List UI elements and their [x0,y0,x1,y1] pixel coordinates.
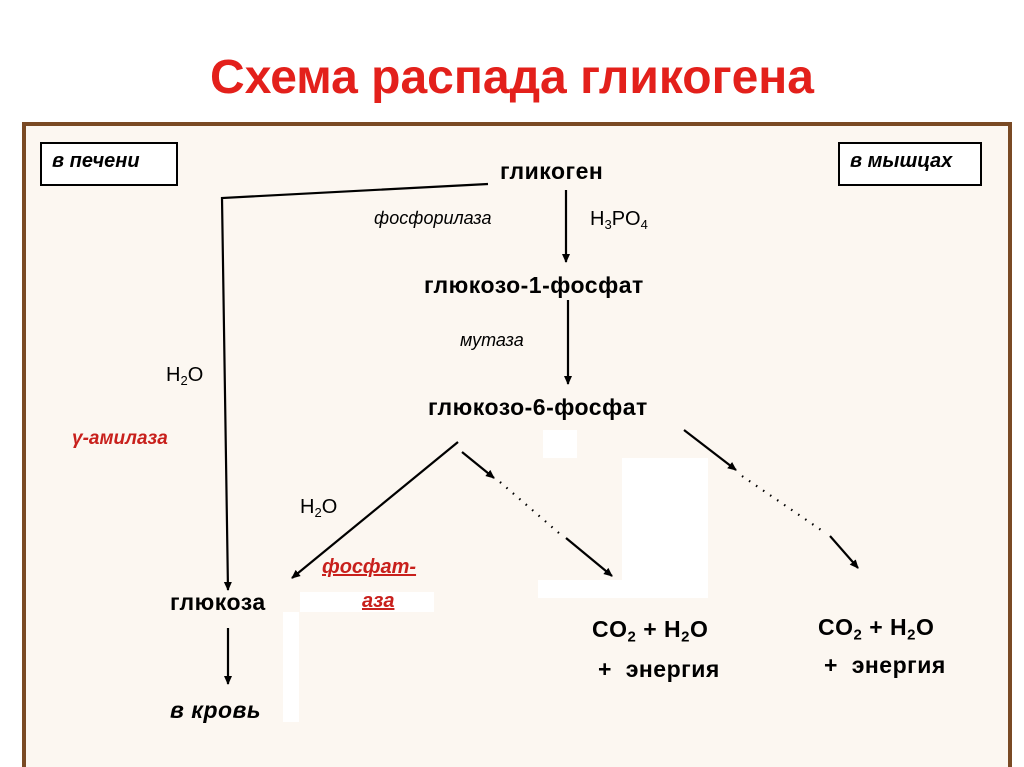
page-title: Схема распада гликогена [210,51,814,104]
cover-patch [543,430,577,458]
reagent-phosphoric-acid: H3PO4 [590,208,648,232]
liver-label: в печени [52,150,140,172]
cover-patch [538,580,628,598]
arrow-g6p-to-glucose [291,441,459,579]
products-left-energy: + энергия [598,656,720,682]
diagram-frame [22,122,1012,767]
cover-patch [622,458,708,598]
node-glucose-6-phosphate: глюкозо-6-фосфат [428,394,648,420]
arrow-g6p-to-co2-left-b [499,481,561,535]
products-left-formula: CO2 + H2O [592,616,709,646]
liver-label-box: в печени [40,142,178,186]
cover-patch [300,592,434,612]
arrow-g6p-to-co2-right-a [683,429,737,471]
node-glucose: глюкоза [170,589,266,615]
reagent-water-amylase: H2O [166,364,204,388]
arrow-glycogen-to-glucose [220,182,489,591]
muscle-label-box: в мышцах [838,142,982,186]
products-right-formula: CO2 + H2O [818,614,935,644]
enzyme-phosphatase-line1: фосфат- [322,556,417,578]
arrow-g6p-to-co2-left-a [461,451,495,479]
enzyme-phosphorylase: фосфорилаза [374,208,492,228]
enzyme-phosphatase-line2: аза [362,590,395,612]
reagent-water-phosphatase: H2O [300,496,338,520]
enzyme-gamma-amylase: γ-амилаза [72,428,168,449]
node-to-blood: в кровь [170,697,262,723]
cover-patch [283,612,299,722]
muscle-label: в мышцах [850,150,953,172]
arrow-g6p-to-co2-left-c [565,537,613,577]
arrow-g6p-to-co2-right-c [829,535,859,569]
products-right-energy: + энергия [824,652,946,678]
node-glucose-1-phosphate: глюкозо-1-фосфат [424,272,644,298]
enzyme-mutase: мутаза [460,330,524,350]
arrow-g6p-to-co2-right-b [741,475,825,533]
node-glycogen: гликоген [500,158,604,184]
